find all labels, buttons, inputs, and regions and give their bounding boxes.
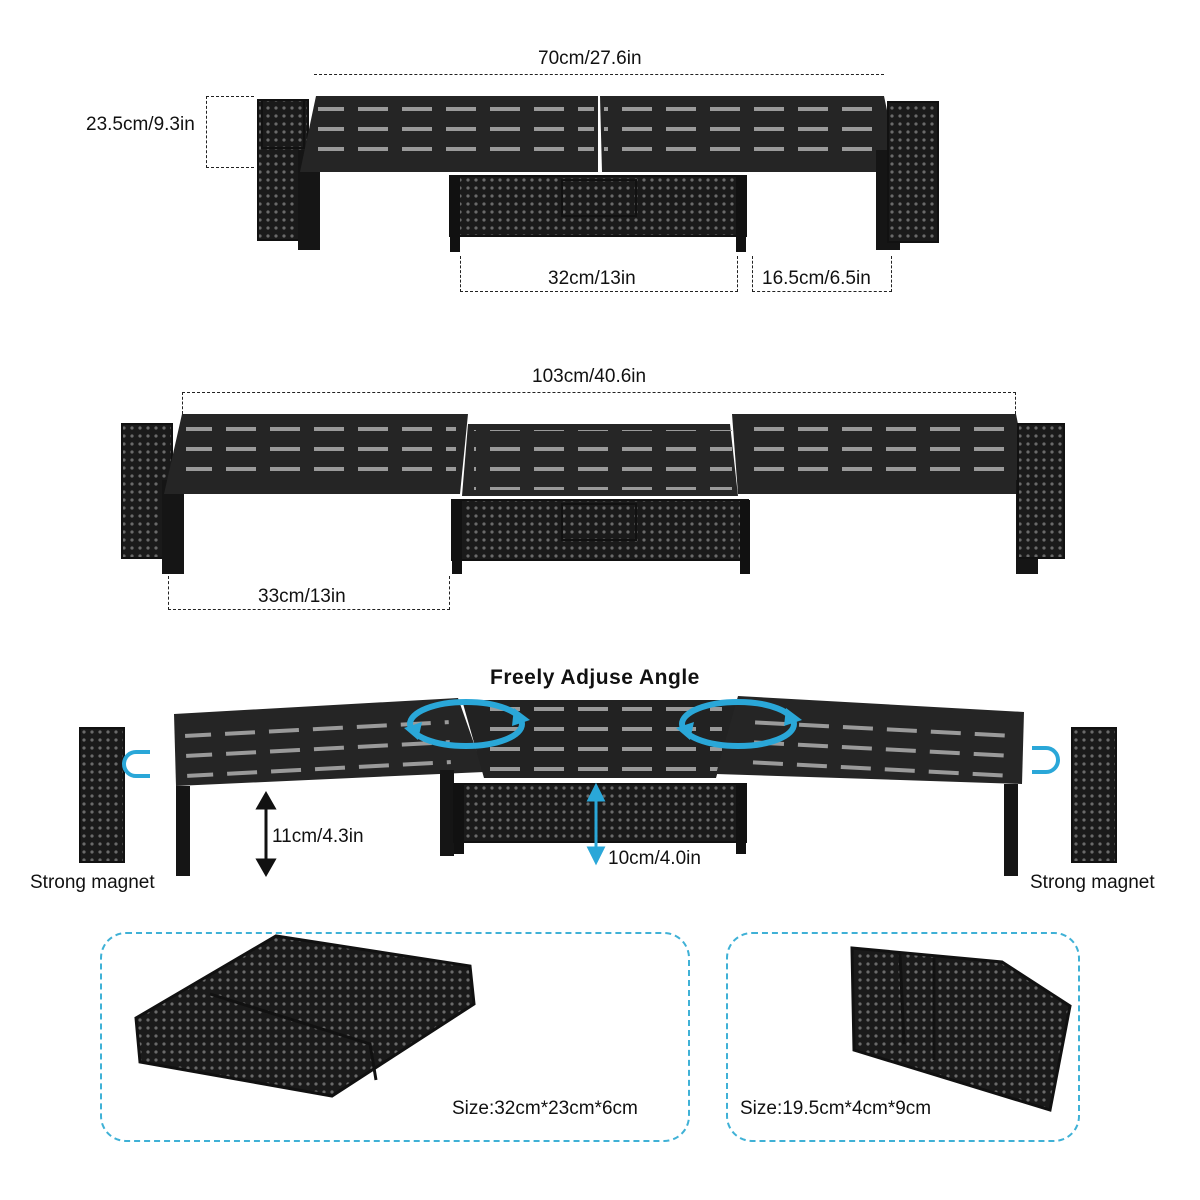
riser-middle-assembly xyxy=(121,414,1065,574)
height-arrow-left xyxy=(255,790,277,878)
top-width-label: 70cm/27.6in xyxy=(538,48,642,69)
holder-size-label: Size:19.5cm*4cm*9cm xyxy=(740,1098,932,1119)
magnet-icon-left xyxy=(122,750,150,778)
left-height-label: 11cm/4.3in xyxy=(272,826,364,847)
riser-top-assembly xyxy=(257,96,939,252)
riser-bottom-assembly xyxy=(79,696,1117,876)
right-magnet-label: Strong magnet xyxy=(1030,872,1155,893)
drawer-size-label: Size:32cm*23cm*6cm xyxy=(452,1098,638,1119)
rotate-arrowheads-icon xyxy=(404,708,802,740)
top-depth-guide xyxy=(206,96,254,168)
drawer-accessory-panel xyxy=(100,932,690,1142)
angle-heading: Freely Adjuse Angle xyxy=(490,666,700,689)
middle-width-label: 103cm/40.6in xyxy=(532,366,647,387)
top-side-span-label: 16.5cm/6.5in xyxy=(762,268,871,289)
left-magnet-label: Strong magnet xyxy=(30,872,155,893)
top-width-guide xyxy=(314,74,884,75)
holder-accessory-panel xyxy=(726,932,1080,1142)
drawer-accessory-illustration xyxy=(134,934,476,1098)
top-side-span-guide xyxy=(752,256,892,292)
top-drawer-span-guide xyxy=(460,256,738,292)
top-drawer-span-label: 32cm/13in xyxy=(548,268,636,289)
middle-width-guide xyxy=(182,392,1016,414)
pen-holder-accessory-illustration xyxy=(850,946,1072,1112)
top-depth-label: 23.5cm/9.3in xyxy=(86,114,195,135)
center-height-label: 10cm/4.0in xyxy=(608,848,701,869)
magnet-icon-right xyxy=(1032,746,1060,774)
middle-left-span-label: 33cm/13in xyxy=(258,586,346,607)
height-arrow-center xyxy=(586,782,606,866)
middle-left-span-guide xyxy=(168,576,450,610)
rotate-arrows-icon xyxy=(407,699,797,749)
